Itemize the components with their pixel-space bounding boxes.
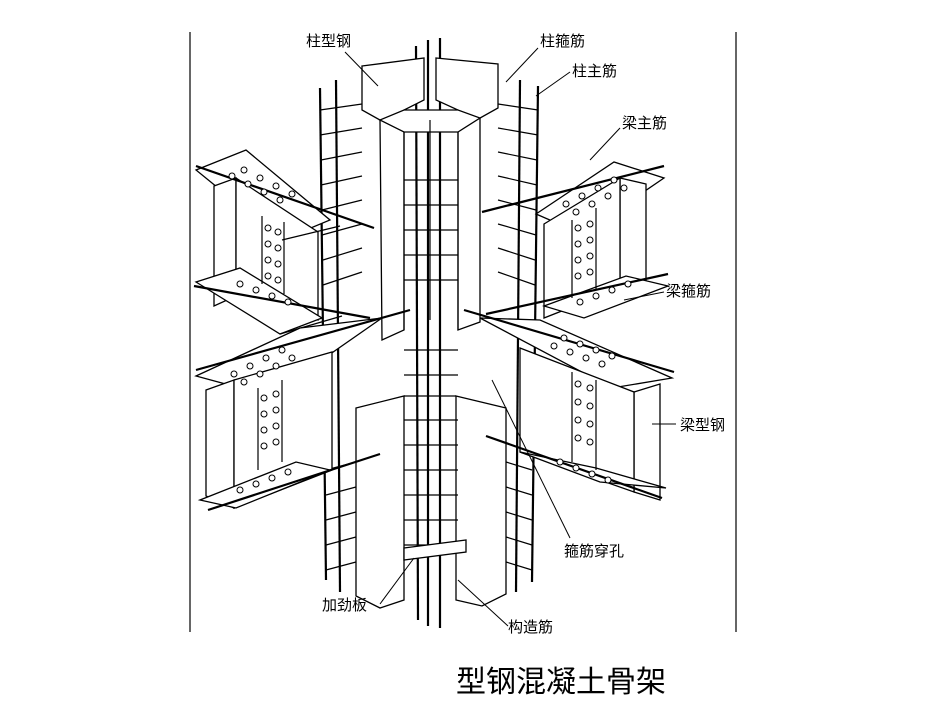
- beam-upper-right: [481, 161, 671, 319]
- beam-lower-right: [463, 308, 675, 501]
- beam-web-holes: [260, 390, 280, 450]
- beam-flange-holes: [228, 166, 296, 306]
- leader-lines: [344, 47, 676, 627]
- label-constructional-bar: 构造筋: [508, 618, 553, 636]
- label-column-steel: 柱型钢: [306, 32, 351, 50]
- beam-upper-left: [193, 149, 375, 335]
- label-column-stirrup: 柱箍筋: [540, 32, 585, 50]
- column-stirrups-upper: [319, 103, 539, 286]
- joint-ties: [404, 179, 458, 546]
- beam-web-holes: [264, 224, 282, 284]
- label-stirrup-hole: 箍筋穿孔: [564, 542, 624, 560]
- stiffener-plate: [403, 539, 467, 561]
- beam-web-holes: [574, 220, 594, 280]
- column-stirrups-lower: [325, 461, 533, 571]
- beam-flange-holes: [562, 176, 632, 306]
- beam-flange-holes: [550, 334, 616, 484]
- label-beam-steel: 梁型钢: [680, 416, 725, 434]
- beam-web-holes: [574, 380, 594, 446]
- label-beam-stirrup: 梁箍筋: [666, 282, 711, 300]
- label-stiffener-plate: 加劲板: [322, 596, 367, 614]
- label-beam-main-bar: 梁主筋: [622, 114, 667, 132]
- column-cage: [318, 38, 540, 628]
- label-column-main-bar: 柱主筋: [572, 62, 617, 80]
- beam-flange-holes: [230, 346, 296, 494]
- figure-caption: 型钢混凝土骨架: [456, 665, 666, 700]
- beam-lower-left: [194, 308, 411, 512]
